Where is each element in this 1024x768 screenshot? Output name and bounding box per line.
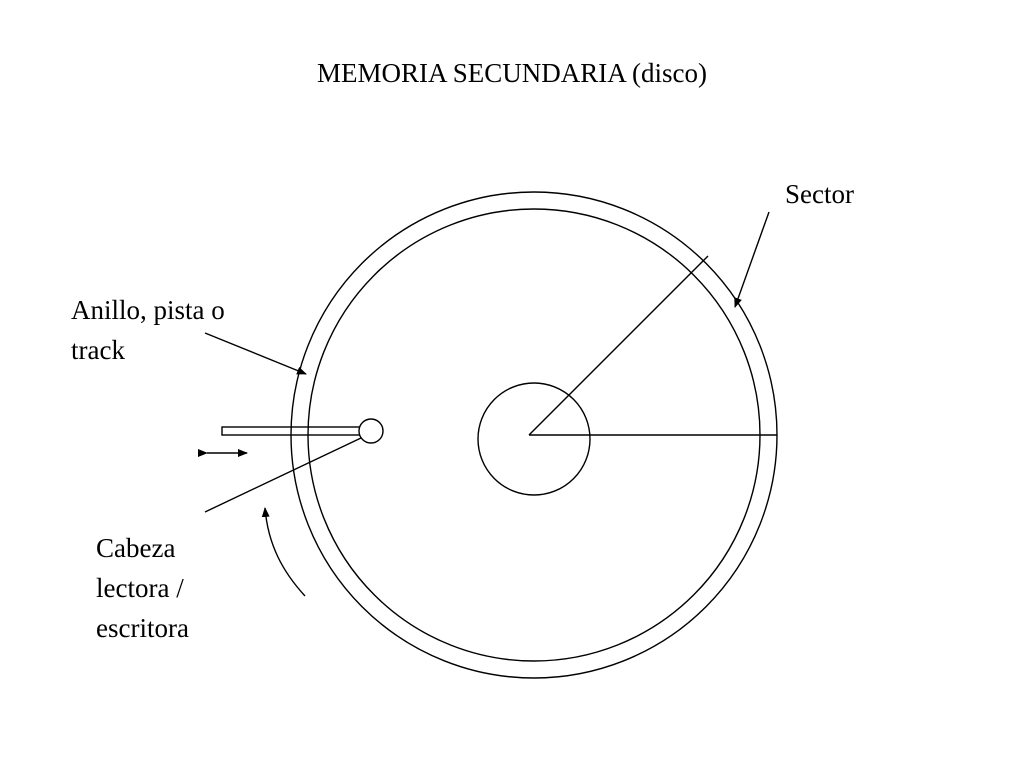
sector-label-text: Sector: [785, 179, 854, 209]
sector-radius-diagonal: [528, 255, 709, 436]
disk-rotation-arrow: [261, 507, 306, 597]
head-label-line-1: Cabeza: [96, 533, 176, 563]
track-pointer-arrow: [204, 332, 307, 375]
track-label-line-2: track: [71, 335, 125, 365]
read-write-head: [358, 418, 384, 444]
sector-label: Sector: [785, 174, 854, 214]
head-pointer-line: [204, 437, 362, 513]
head-label-line-3: escritora: [96, 613, 189, 643]
sector-pointer-arrow: [734, 211, 770, 308]
read-write-head-arm: [221, 426, 363, 436]
read-write-head-label: Cabeza lectora / escritora: [96, 528, 189, 648]
head-label-line-2: lectora /: [96, 573, 184, 603]
track-label-line-1: Anillo, pista o: [71, 295, 225, 325]
track-label: Anillo, pista o track: [71, 290, 225, 370]
page-title: MEMORIA SECUNDARIA (disco): [316, 58, 707, 88]
disk-spindle-hub: [477, 382, 591, 496]
